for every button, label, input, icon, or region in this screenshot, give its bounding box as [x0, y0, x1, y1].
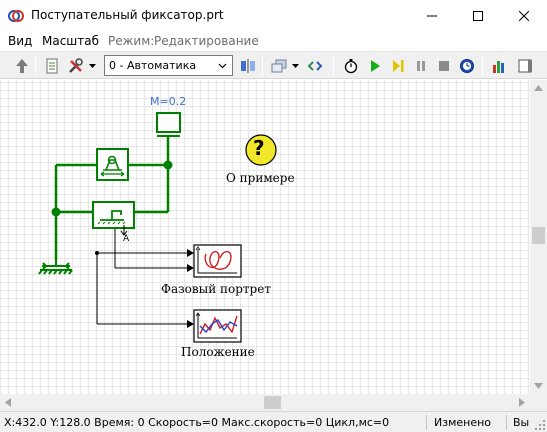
pause-button[interactable] [410, 55, 432, 77]
arrow-head [187, 249, 194, 257]
junction-node [51, 207, 61, 217]
caret-down-icon [291, 64, 299, 68]
help-symbol: ? [253, 136, 265, 160]
step-forward-icon [393, 60, 404, 72]
caret-down-icon [88, 64, 96, 68]
help-icon[interactable] [245, 134, 277, 166]
vertical-scroll-thumb[interactable] [532, 227, 545, 244]
resize-grip-icon[interactable] [534, 419, 546, 431]
menu-mode-label: Режим: [108, 34, 155, 48]
maximize-icon [473, 10, 483, 21]
status-extra: Вы [513, 416, 530, 429]
timer-button[interactable] [340, 55, 362, 77]
scroll-left-icon [5, 398, 11, 407]
phase-portrait-label: Фазовый портрет [161, 282, 271, 296]
minimize-button[interactable] [409, 0, 455, 31]
stopwatch-icon [344, 59, 358, 74]
arrow-head [187, 264, 194, 272]
windows-dropdown[interactable] [288, 55, 302, 77]
app-logo-icon [8, 10, 24, 22]
mass-indicator-block[interactable] [156, 112, 181, 137]
close-button[interactable] [501, 0, 547, 31]
signal-junction [95, 251, 99, 255]
script-button[interactable] [41, 55, 63, 77]
tools-dropdown[interactable] [85, 55, 99, 77]
link-button[interactable] [304, 55, 326, 77]
status-bar: X:432.0 Y:128.0 Время: 0 Скорость=0 Макс… [0, 411, 547, 432]
window-title: Поступательный фиксатор.prt [31, 8, 224, 22]
about-label: О примере [226, 171, 295, 185]
position-label: Положение [181, 345, 255, 359]
stop-icon [439, 61, 449, 71]
menu-mode-value: Редактирование [154, 34, 259, 48]
minimize-icon [427, 15, 437, 16]
arrow-head [187, 320, 194, 328]
status-modified: Изменено [434, 416, 492, 429]
tools-icon [69, 58, 83, 73]
chevron-down-icon [218, 63, 227, 69]
position-scope[interactable] [193, 309, 242, 343]
windows-icon [271, 59, 287, 73]
horizontal-scrollbar[interactable] [0, 394, 530, 411]
play-icon [371, 60, 380, 72]
menu-scale[interactable]: Масштаб [42, 34, 100, 48]
close-icon [519, 10, 529, 21]
pause-icon [417, 61, 425, 71]
mirror-icon [241, 59, 255, 73]
stop-button[interactable] [433, 55, 455, 77]
menu-bar: Вид Масштаб Режим: Редактирование [0, 31, 547, 51]
bar-chart-icon [493, 61, 504, 73]
document-icon [46, 58, 58, 74]
mass-label: M=0.2 [150, 95, 187, 108]
mirror-button[interactable] [237, 55, 259, 77]
fixator-block[interactable] [92, 201, 135, 236]
title-bar: Поступательный фиксатор.prt [0, 0, 547, 31]
status-coordinates: X:432.0 Y:128.0 Время: 0 Скорость=0 Макс… [4, 416, 390, 429]
vertical-scrollbar[interactable] [530, 80, 547, 394]
schematic-diagram [38, 112, 277, 343]
mode-select-value: 0 - Автоматика [109, 59, 197, 72]
menu-view[interactable]: Вид [8, 34, 33, 48]
spring-damper-block[interactable] [96, 148, 129, 181]
scroll-corner [530, 394, 547, 411]
junction-node [163, 160, 173, 170]
scroll-up-icon [534, 85, 543, 91]
diagram-canvas[interactable]: M=0.2 ? О примере A Фазовый портрет Поло… [0, 80, 530, 394]
scroll-right-icon [519, 398, 525, 407]
step-button[interactable] [387, 55, 409, 77]
ground-anchor[interactable] [38, 260, 73, 275]
clock-icon [460, 59, 474, 73]
horizontal-scroll-thumb[interactable] [264, 396, 281, 409]
maximize-button[interactable] [455, 0, 501, 31]
toolbar: 0 - Автоматика [0, 51, 547, 79]
arrow-up-icon [16, 59, 28, 73]
tools-button[interactable] [65, 55, 87, 77]
phase-portrait-scope[interactable] [193, 244, 242, 278]
scroll-down-icon [534, 383, 543, 389]
windows-button[interactable] [268, 55, 290, 77]
up-button[interactable] [11, 55, 33, 77]
mode-select[interactable]: 0 - Автоматика [104, 55, 233, 76]
chart-button[interactable] [488, 55, 510, 77]
panel-icon [518, 59, 532, 73]
signal-links [96, 229, 190, 325]
link-icon [307, 61, 323, 71]
run-button[interactable] [364, 55, 386, 77]
clock-button[interactable] [456, 55, 478, 77]
port-label: A [123, 234, 130, 244]
panel-button[interactable] [515, 55, 537, 77]
